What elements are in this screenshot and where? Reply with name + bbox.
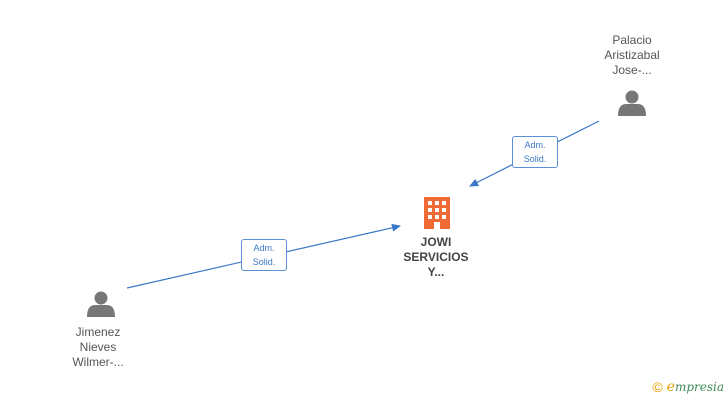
person-icon[interactable] xyxy=(87,291,115,318)
brand-initial: e xyxy=(666,379,675,395)
person-icon[interactable] xyxy=(618,90,646,117)
name-line: Palacio xyxy=(612,33,652,47)
role-line: Adm. xyxy=(524,140,546,150)
name-line: Jimenez xyxy=(75,325,121,339)
building-icon[interactable] xyxy=(424,197,450,229)
person-name-label[interactable]: Jimenez Nieves Wilmer-... xyxy=(38,325,158,370)
name-line: Jose-... xyxy=(612,63,652,77)
role-line: Adm. xyxy=(253,243,275,253)
copyright-icon: © xyxy=(652,379,663,395)
name-line: Aristizabal xyxy=(604,48,660,62)
name-line: SERVICIOS xyxy=(403,250,469,264)
name-line: Nieves xyxy=(79,340,117,354)
company-name-label[interactable]: JOWI SERVICIOS Y... xyxy=(381,235,491,280)
brand-logo: © empresia xyxy=(652,379,724,395)
brand-rest: mpresia xyxy=(674,380,724,394)
role-line: Solid. xyxy=(252,257,276,267)
role-line: Solid. xyxy=(523,154,547,164)
edge-role-label: Adm. Solid. xyxy=(241,239,287,271)
brand-name: empresia xyxy=(667,379,724,395)
name-line: Wilmer-... xyxy=(72,355,124,369)
person-name-label[interactable]: Palacio Aristizabal Jose-... xyxy=(572,33,692,78)
name-line: Y... xyxy=(427,265,445,279)
name-line: JOWI xyxy=(420,235,452,249)
edge-role-label: Adm. Solid. xyxy=(512,136,558,168)
